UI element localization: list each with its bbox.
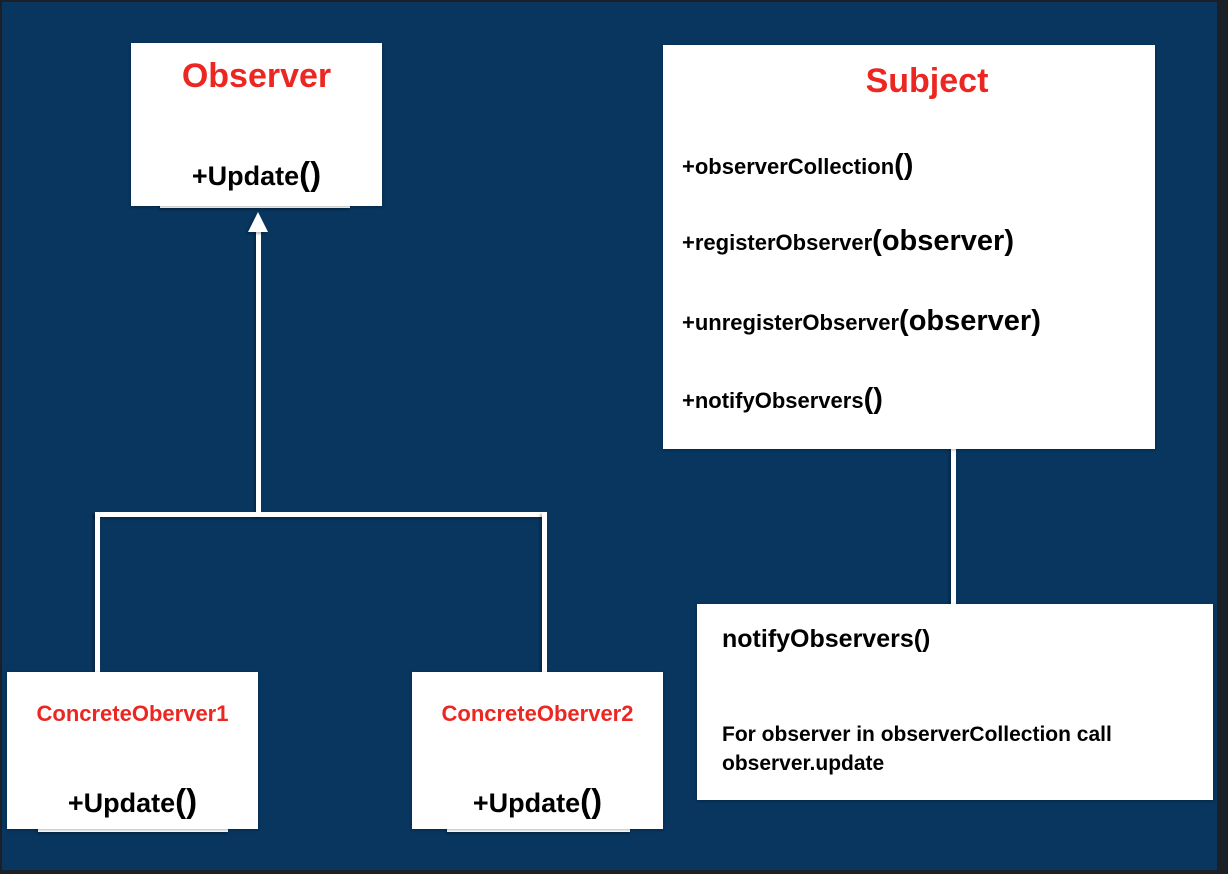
method-params: () (863, 383, 883, 415)
concrete-observer-2-class-title: ConcreteOberver2 (441, 701, 634, 726)
method-params: () (580, 782, 603, 819)
method-params: (observer) (899, 305, 1041, 337)
frame-border-bottom (0, 870, 1228, 874)
concrete-observer-2-class-box: ConcreteOberver2 +Update() (412, 672, 663, 829)
method-params: () (299, 155, 322, 192)
concrete-observer-1-class-title: ConcreteOberver1 (36, 701, 229, 726)
concrete-observer-1-update-method: +Update() (7, 782, 258, 820)
inheritance-arrow-shaft (256, 230, 261, 516)
method-name: +Update (472, 788, 581, 818)
method-name: +observerCollection (682, 154, 895, 179)
frame-border-top (0, 0, 1228, 2)
method-name: +unregisterObserver (682, 310, 900, 335)
method-name: +Update (191, 161, 300, 191)
subject-class-title: Subject (865, 62, 989, 100)
concrete-observer-2-update-method: +Update() (412, 782, 663, 820)
subject-method-observercollection: +observerCollection() (682, 149, 913, 182)
subject-class-box: Subject +observerCollection() +registerO… (663, 45, 1155, 449)
method-params: () (894, 149, 914, 181)
observer-class-title: Observer (181, 57, 332, 95)
subject-method-unregisterobserver: +unregisterObserver(observer) (682, 305, 1041, 338)
method-name: +notifyObservers (682, 388, 864, 413)
concrete2-box-underline (447, 826, 630, 832)
method-name: +Update (67, 788, 176, 818)
notify-observers-note-box: notifyObservers() For observer in observ… (697, 604, 1213, 800)
subject-method-notifyobservers: +notifyObservers() (682, 383, 883, 416)
frame-border-left (0, 0, 2, 874)
frame-border-right (1217, 0, 1228, 874)
method-params: (observer) (872, 225, 1014, 257)
method-params: () (175, 782, 198, 819)
concrete1-connector-line (95, 512, 100, 673)
concrete2-connector-line (542, 512, 547, 673)
inheritance-horizontal-line (95, 512, 547, 517)
subject-method-registerobserver: +registerObserver(observer) (682, 225, 1014, 258)
note-title: notifyObservers() (722, 625, 931, 653)
concrete1-box-underline (38, 826, 228, 832)
observer-class-box: Observer +Update() (131, 43, 382, 206)
concrete-observer-1-class-box: ConcreteOberver1 +Update() (7, 672, 258, 829)
inheritance-arrowhead-icon (248, 212, 268, 232)
note-body-text: For observer in observerCollection call … (722, 723, 1112, 775)
method-name: +registerObserver (682, 230, 873, 255)
subject-note-connector-line (951, 448, 956, 605)
observer-update-method: +Update() (131, 155, 382, 193)
